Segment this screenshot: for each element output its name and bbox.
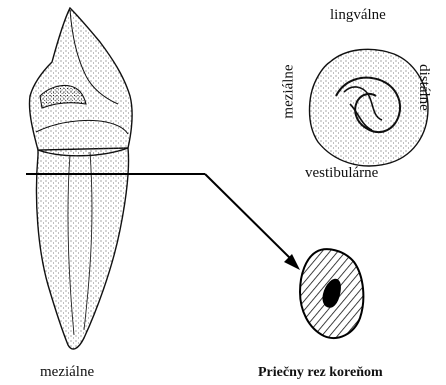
caption-cross-section: Priečny rez koreňom <box>258 366 383 380</box>
label-vestibular: vestibulárne <box>305 166 378 181</box>
section-arrow-head <box>284 254 300 270</box>
label-distal-side: distálne <box>416 64 431 111</box>
tooth-crown <box>29 8 132 156</box>
label-lingual: lingválne <box>330 8 386 23</box>
caption-tooth-mesial: meziálne <box>40 365 94 380</box>
section-arrow-shaft <box>205 174 294 262</box>
label-mesial-side: meziálne <box>282 64 297 118</box>
occlusal-view <box>310 49 429 166</box>
tooth-root <box>36 148 128 349</box>
